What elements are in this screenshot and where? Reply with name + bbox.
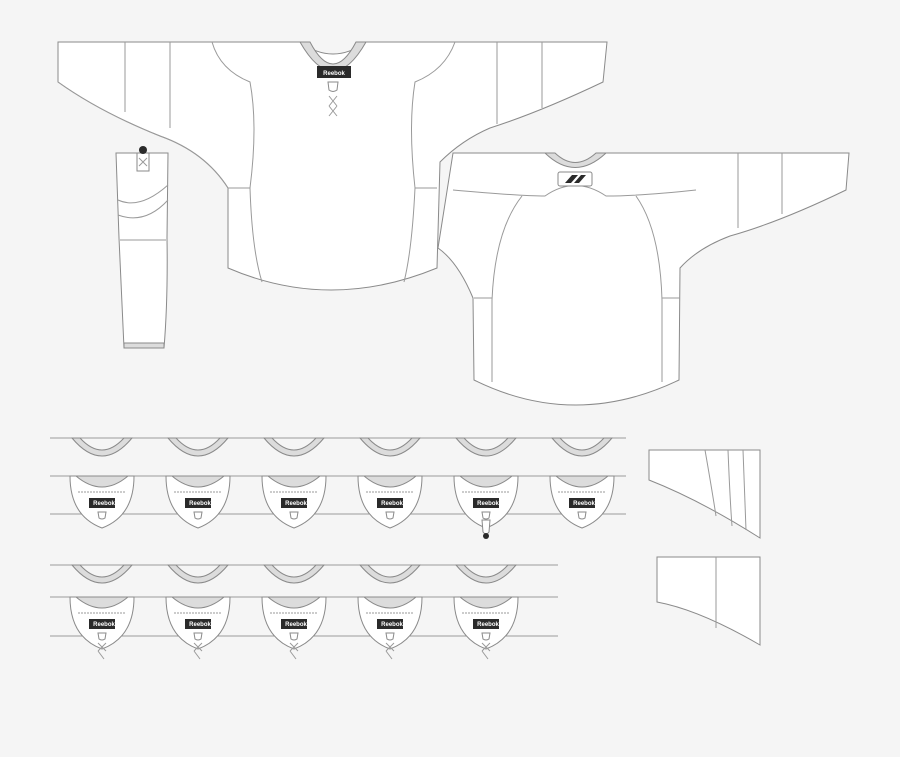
reebok-tag [281,619,307,629]
reebok-tag-label: Reebok [573,501,595,507]
nhl-shield-icon [193,511,203,520]
reebok-tag-label: Reebok [381,501,403,507]
lace-icon [481,642,491,660]
sleeve-striped [648,449,761,539]
reebok-tag [377,619,403,629]
sock-logo-dot [139,146,147,154]
lace-icon [193,642,203,660]
nhl-shield-icon [481,511,491,520]
nhl-shield-icon [289,511,299,520]
collar-row-2: Reebok Reebok Reebok Reebok Reebok [50,564,558,660]
front-jersey: Reebok [57,41,608,291]
reebok-tag-label: Reebok [285,622,307,628]
lace-icon [328,95,338,117]
sock-body [115,152,169,349]
lace-icon [385,642,395,660]
row-2-collar-5: Reebok [453,564,519,660]
back-jersey-body [437,152,850,406]
nhl-shield-icon [385,511,395,520]
reebok-tag [317,66,351,78]
reebok-tag-label: Reebok [381,622,403,628]
nhl-shield-icon [577,511,587,520]
row-2-collar-4: Reebok [357,564,423,660]
reebok-tag [89,619,115,629]
sleeve-plain [656,556,761,646]
reebok-tag [89,498,115,508]
back-collar [543,152,608,168]
nhl-shield-icon [327,81,339,92]
reebok-tag [185,498,211,508]
row-2-collar-1: Reebok [69,564,135,660]
nhl-shield-icon [481,632,491,641]
row-1-collar-6: Reebok [549,437,615,529]
row-2-collar-3: Reebok [261,564,327,660]
row-1-collar-5: Reebok [453,437,519,539]
reebok-tag [473,619,499,629]
reebok-tag-label: Reebok [477,622,499,628]
reebok-tag-label: Reebok [323,71,345,77]
reebok-tag [377,498,403,508]
reebok-tag-label: Reebok [477,501,499,507]
row-1-collar-1: Reebok [69,437,135,529]
reebok-tag-label: Reebok [285,501,307,507]
nhl-shield-icon [385,632,395,641]
rbk-logo-icon [557,171,593,187]
row-1-collar-2: Reebok [165,437,231,529]
nhl-shield-icon [193,632,203,641]
nhl-shield-icon [97,632,107,641]
row-1-collar-4: Reebok [357,437,423,529]
reebok-tag-label: Reebok [189,501,211,507]
reebok-tag [281,498,307,508]
reebok-tag [569,498,595,508]
reebok-tag-label: Reebok [93,622,115,628]
sock [115,146,169,349]
lace-icon [97,642,107,660]
back-jersey [437,152,850,406]
reebok-tag-label: Reebok [93,501,115,507]
reebok-tag [185,619,211,629]
collar-row-1: Reebok Reebok Reebok Reebok Reebok Reebok [50,437,626,539]
row-1-collar-3: Reebok [261,437,327,529]
reebok-tag-label: Reebok [189,622,211,628]
lace-icon [289,642,299,660]
nhl-shield-icon [97,511,107,520]
nhl-shield-icon [289,632,299,641]
reebok-tag [473,498,499,508]
row-2-collar-2: Reebok [165,564,231,660]
